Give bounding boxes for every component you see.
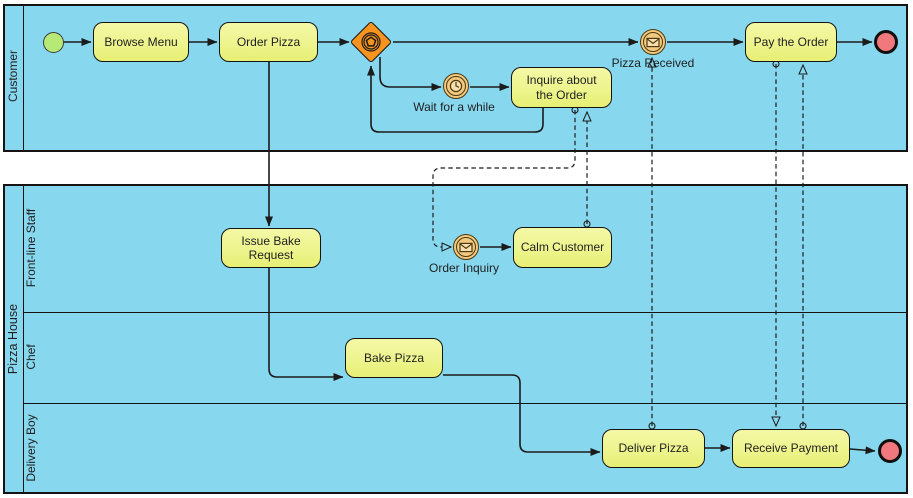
task-browse-menu-label: Browse Menu: [104, 34, 178, 49]
pool-customer-label-band: [5, 6, 24, 150]
task-deliver-pizza-label: Deliver Pizza: [618, 441, 689, 456]
lane-label-chef: Chef: [24, 344, 38, 370]
lane-divider-chef: [23, 312, 906, 313]
pool-label-pizza-house: Pizza House: [6, 303, 20, 375]
task-pay-the-order: Pay the Order: [745, 22, 837, 62]
end-event-pizza-house: [878, 439, 902, 463]
task-issue-bake-request-label: Issue Bake Request: [241, 233, 301, 262]
task-calm-customer-label: Calm Customer: [520, 240, 605, 255]
task-issue-bake-request: Issue Bake Request: [221, 228, 321, 268]
message-intermediate-event-order-inquiry: [453, 234, 479, 260]
task-inquire-about-the-order-label: Inquire about the Order: [526, 73, 597, 102]
task-deliver-pizza: Deliver Pizza: [602, 429, 705, 468]
lane-divider-delivery-boy: [23, 403, 906, 404]
timer-event-label: Wait for a while: [413, 100, 495, 114]
event-inner-ring: [455, 236, 477, 258]
lane-label-delivery-boy: Delivery Boy: [24, 414, 38, 482]
event-gateway-icon: [361, 32, 381, 52]
task-order-pizza: Order Pizza: [219, 22, 318, 62]
pool-label-customer: Customer: [6, 49, 20, 103]
task-bake-pizza: Bake Pizza: [345, 338, 443, 378]
task-bake-pizza-label: Bake Pizza: [363, 350, 425, 365]
event-inner-ring: [642, 31, 664, 53]
message-intermediate-event-pizza-received: [640, 29, 666, 55]
event-inner-ring: [445, 75, 467, 97]
end-event-customer: [874, 30, 898, 54]
order-inquiry-label: Order Inquiry: [428, 261, 500, 275]
task-order-pizza-label: Order Pizza: [236, 34, 301, 49]
pool-pizza-house-label-band: [5, 186, 24, 492]
task-calm-customer: Calm Customer: [513, 227, 612, 268]
task-browse-menu: Browse Menu: [93, 22, 189, 62]
event-based-gateway: [349, 20, 393, 64]
lane-label-front-line-staff: Front-line Staff: [24, 208, 38, 288]
task-inquire-about-the-order: Inquire about the Order: [511, 67, 612, 108]
task-receive-payment: Receive Payment: [732, 429, 850, 468]
pizza-received-label: Pizza Received: [611, 56, 695, 70]
task-pay-the-order-label: Pay the Order: [753, 34, 829, 49]
task-receive-payment-label: Receive Payment: [743, 441, 839, 456]
timer-intermediate-event: [443, 73, 469, 99]
start-event: [43, 32, 64, 53]
